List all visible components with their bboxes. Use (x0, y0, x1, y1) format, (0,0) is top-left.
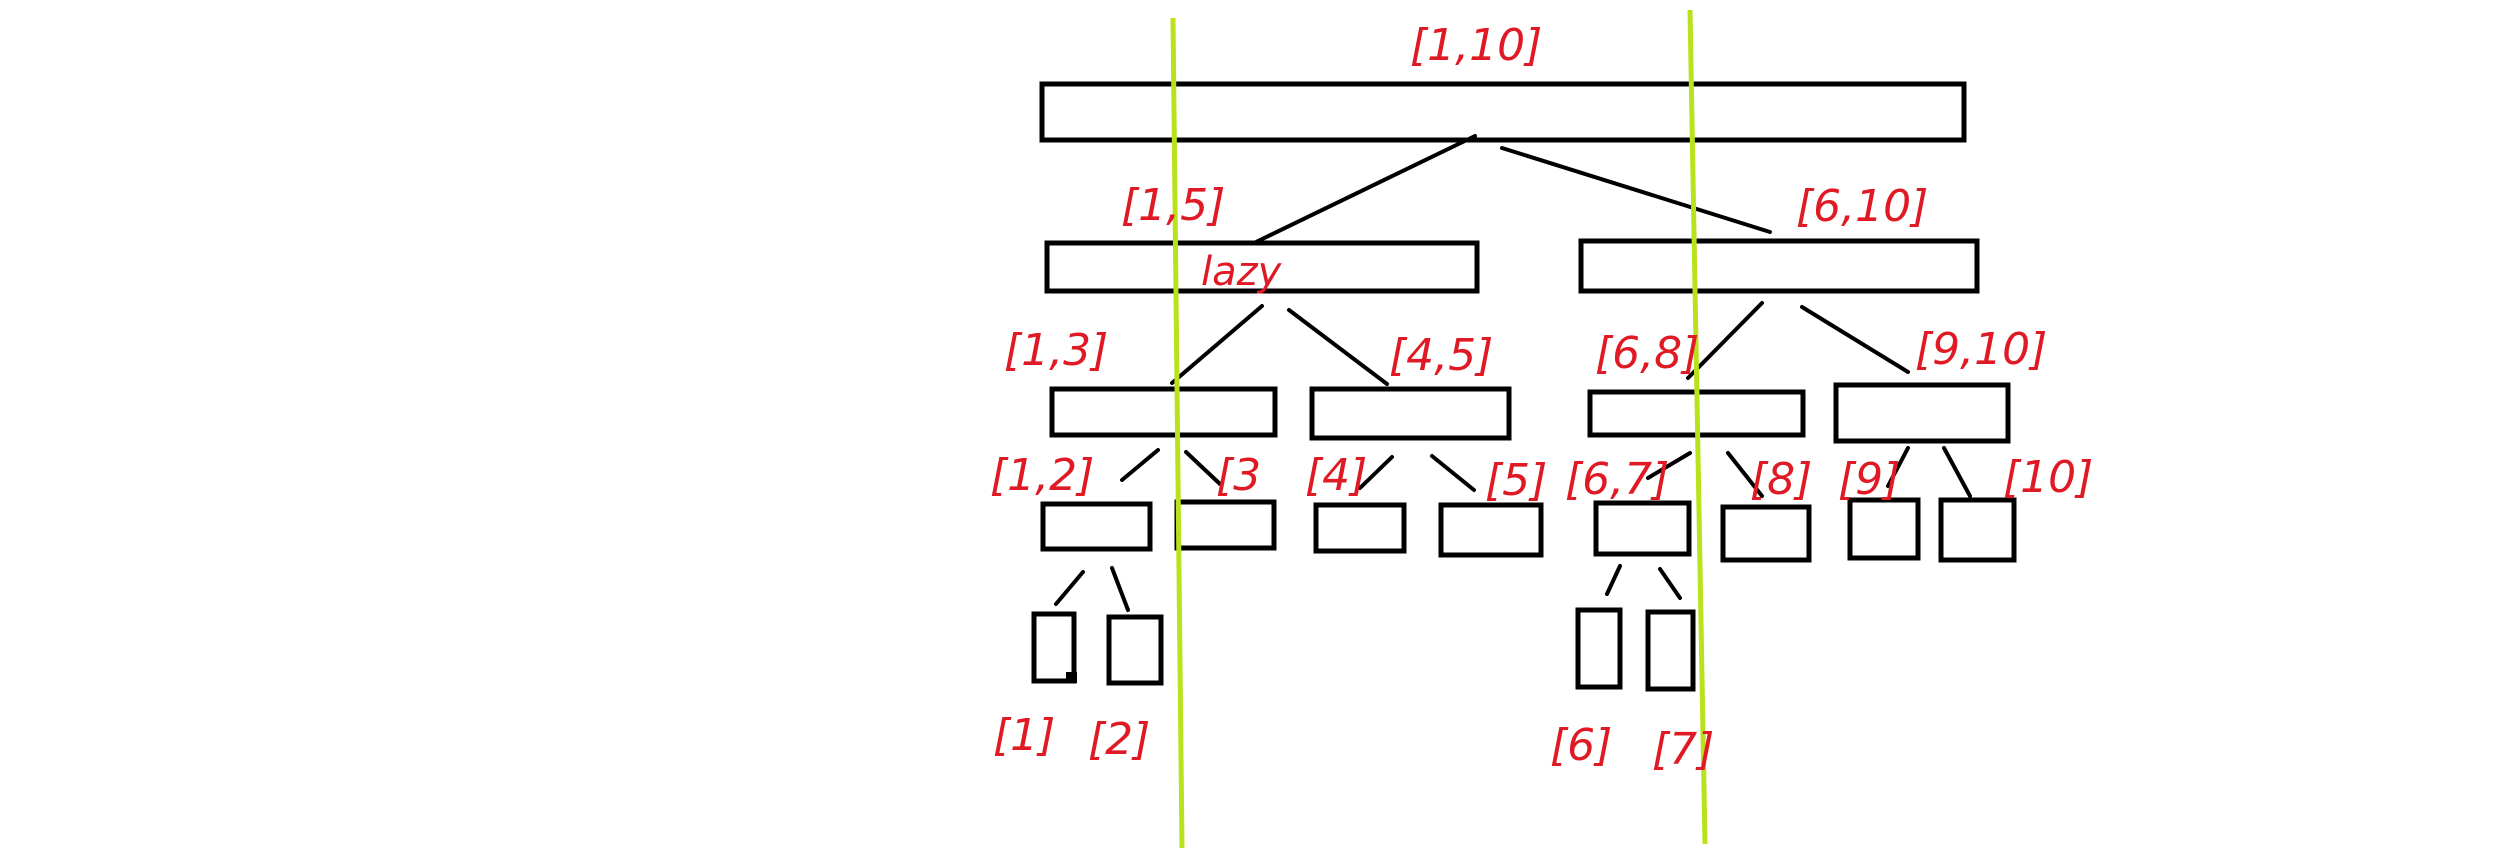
label-7: [7] (1652, 724, 1714, 775)
label-6-10: [6,10] (1796, 181, 1928, 232)
node-6 (1575, 607, 1623, 690)
label-6: [6] (1550, 720, 1612, 771)
node-2 (1106, 614, 1164, 686)
node-1 (1031, 611, 1077, 684)
tree-edges (1054, 134, 1972, 612)
label-1-3: [1,3] (1004, 325, 1108, 376)
edge-6-8-left (1646, 451, 1692, 480)
label-6-7: [6,7] (1565, 454, 1669, 505)
edge-9-10-left (1886, 446, 1910, 488)
edge-9-10-right (1942, 446, 1972, 498)
leaf-marker (1066, 672, 1077, 683)
label-9-10: [9,10] (1915, 324, 2047, 375)
label-5: [5] (1485, 455, 1547, 506)
node-1-5 (1044, 240, 1480, 294)
label-9: [9] (1838, 454, 1900, 505)
edge-root-left (1254, 134, 1477, 244)
node-3 (1174, 499, 1277, 551)
edge-root-right (1500, 146, 1772, 234)
query-left-boundary (1170, 17, 1185, 849)
node-8 (1720, 504, 1812, 563)
edge-6-10-left (1686, 301, 1764, 380)
node-7 (1645, 609, 1696, 692)
label-4: [4] (1305, 450, 1367, 501)
label-1-2: [1,2] (990, 450, 1094, 501)
lazy-tag: lazy (1201, 249, 1283, 295)
edge-1-2-right (1110, 566, 1130, 612)
node-1-3 (1049, 386, 1278, 438)
edge-4-5-right (1430, 454, 1476, 492)
label-8: [8] (1750, 454, 1812, 505)
edge-1-3-right (1184, 450, 1222, 486)
label-1: [1] (993, 710, 1055, 761)
edge-6-10-right (1800, 305, 1910, 374)
label-4-5: [4,5] (1389, 330, 1493, 381)
node-1-2 (1040, 501, 1153, 552)
edge-6-8-right (1726, 451, 1764, 498)
label-1-5: [1,5] (1121, 180, 1225, 231)
edge-4-5-left (1358, 455, 1394, 490)
label-1-10: [1,10] (1410, 20, 1542, 71)
node-10 (1938, 497, 2017, 563)
edge-1-5-left (1170, 304, 1264, 385)
edge-1-2-left (1054, 570, 1085, 606)
edge-6-7-left (1605, 564, 1622, 596)
label-6-8: [6,8] (1595, 328, 1699, 379)
node-6-10 (1578, 238, 1980, 294)
label-3: [3 (1216, 450, 1261, 501)
node-5 (1438, 502, 1544, 558)
label-2: [2] (1088, 714, 1150, 765)
edge-6-7-right (1658, 567, 1682, 600)
node-4-5 (1309, 386, 1512, 441)
query-right-boundary (1687, 9, 1708, 845)
node-9 (1847, 497, 1921, 561)
node-4 (1313, 502, 1407, 554)
node-9-10 (1833, 382, 2011, 444)
label-10: [10] (2003, 452, 2093, 503)
node-1-10 (1039, 81, 1967, 143)
edge-1-5-right (1287, 308, 1389, 386)
edge-1-3-left (1120, 448, 1160, 482)
node-6-7 (1593, 500, 1692, 557)
